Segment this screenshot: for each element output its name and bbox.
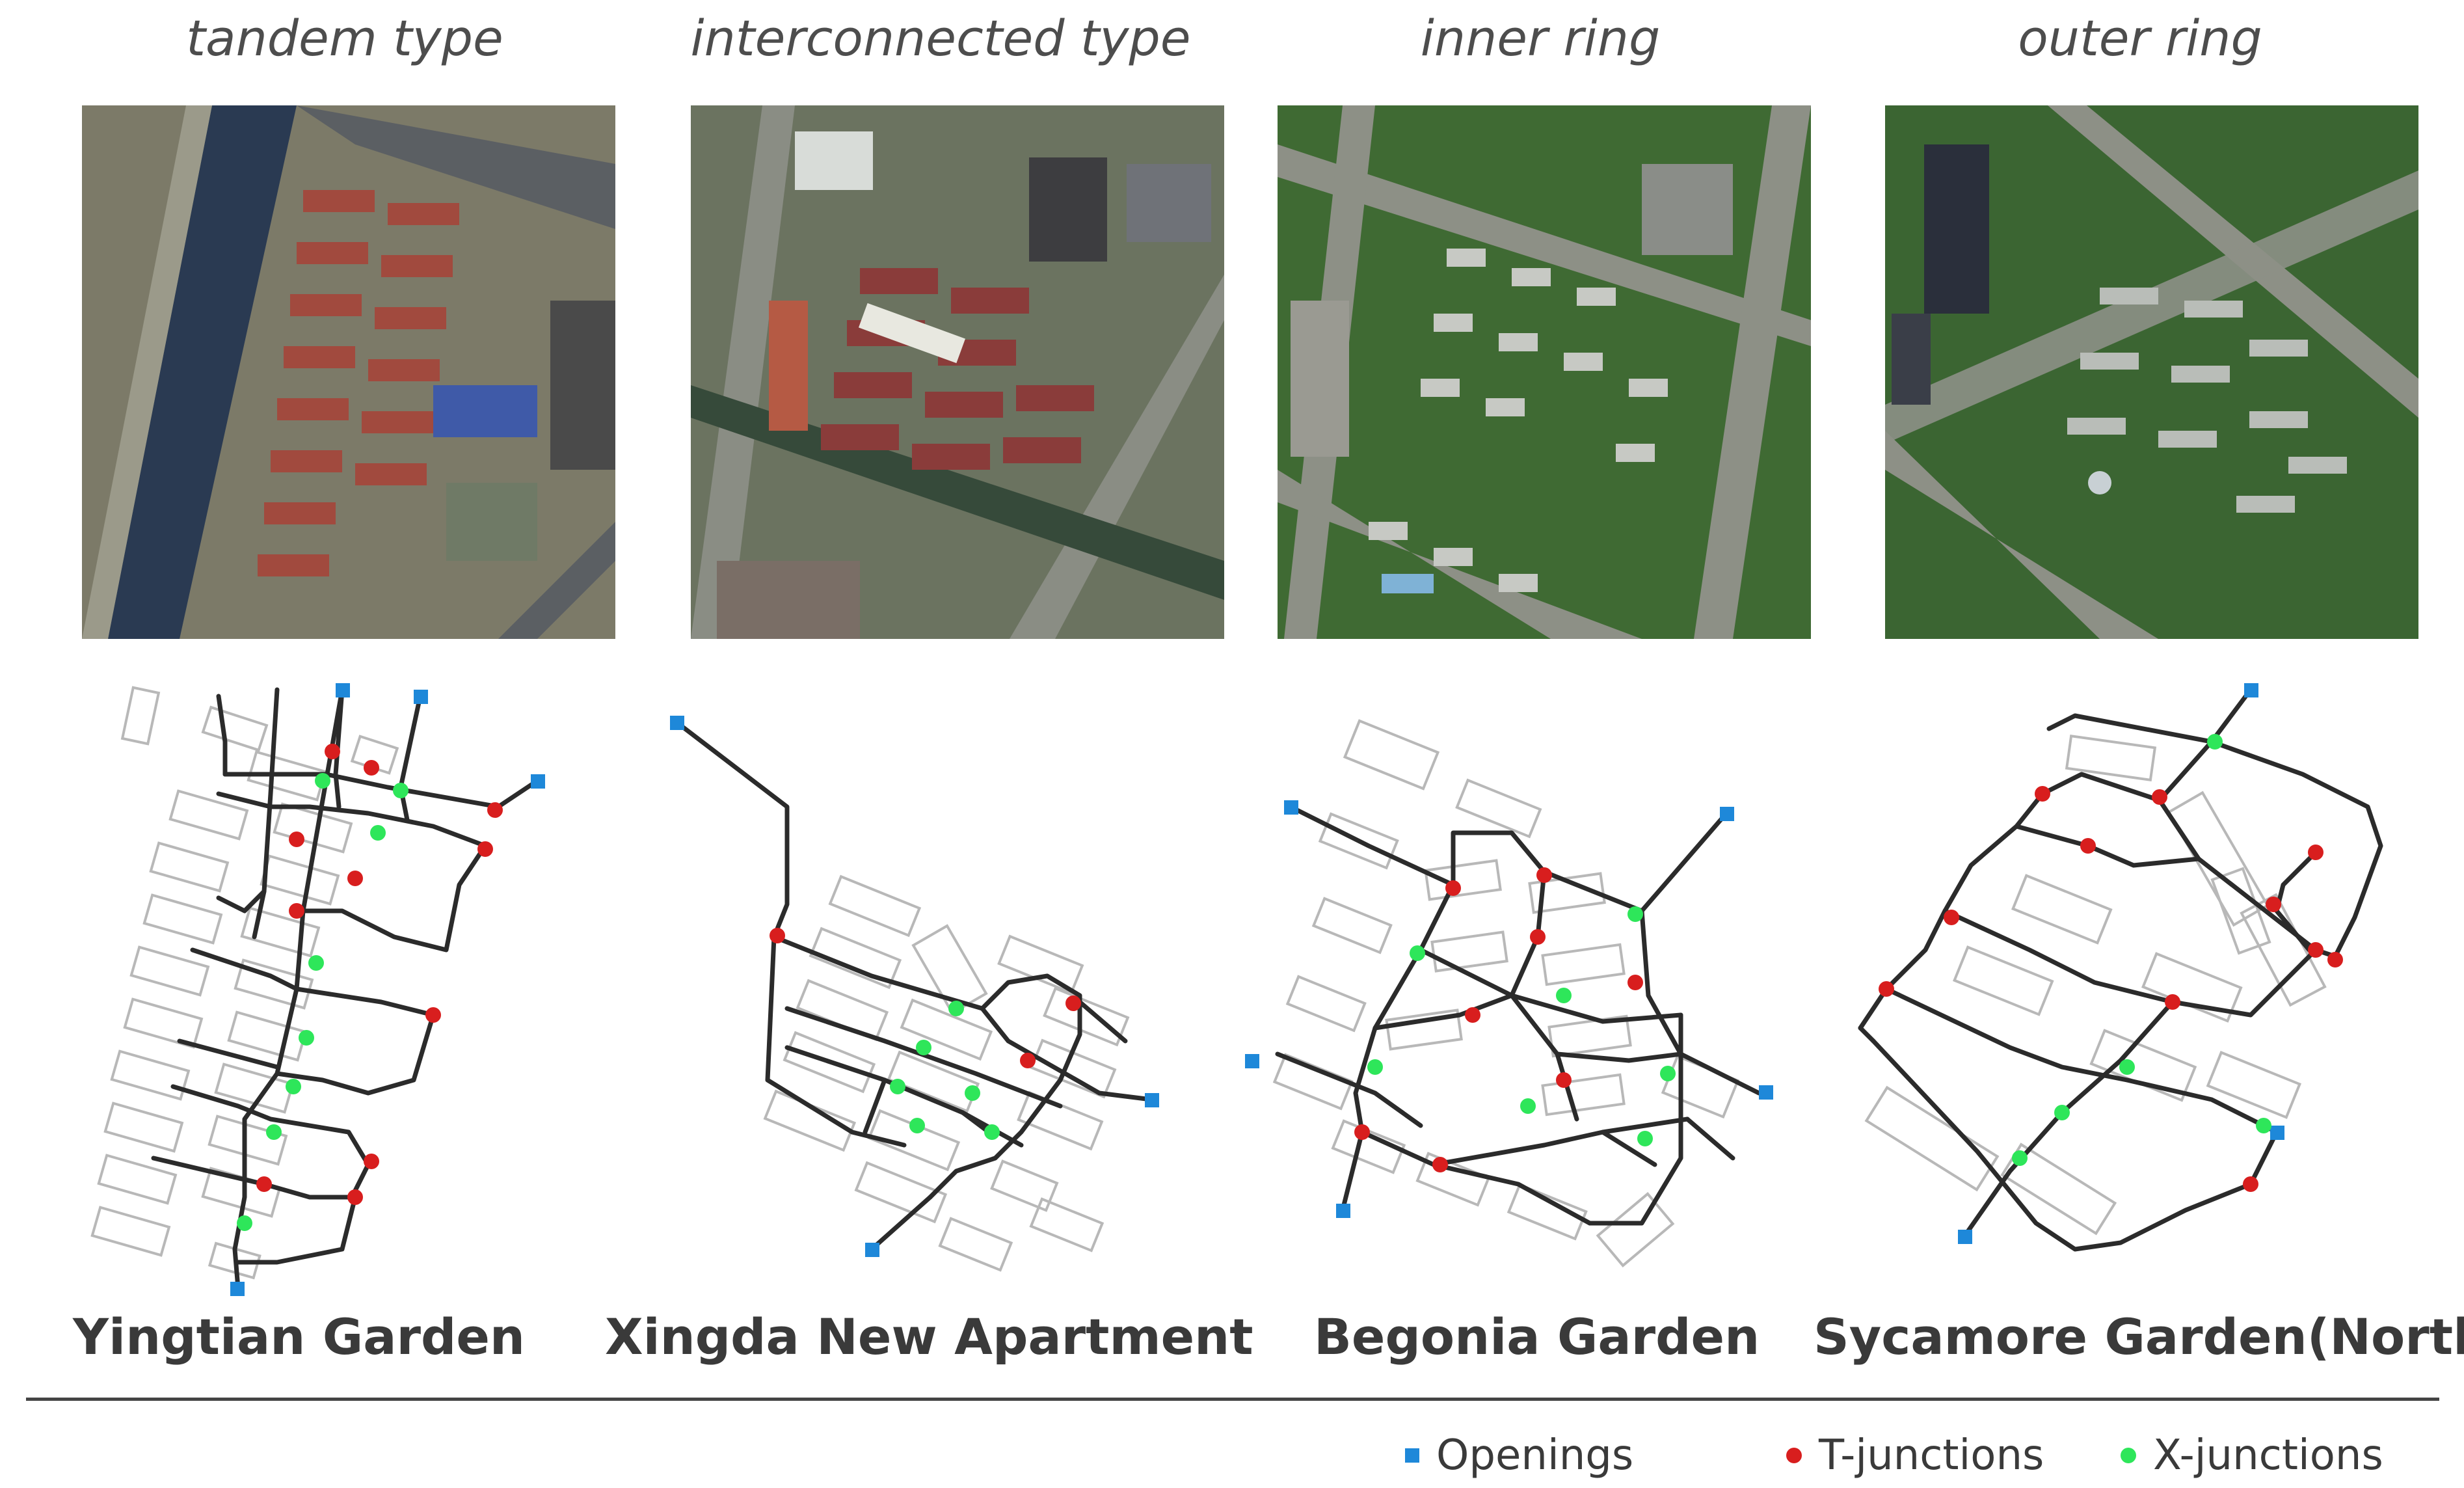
x-junction-markers [2012,734,2271,1166]
legend-openings-label: Openings [1436,1431,1634,1480]
t-junction-markers [1879,786,2343,1192]
type-label-inner-ring: inner ring [1420,9,1661,67]
t-junction-markers [770,928,1081,1068]
t-junction-dot-icon [1786,1448,1802,1463]
community-name-yingtian: Yingtian Garden [73,1308,526,1366]
divider-line [26,1398,2439,1401]
aerial-photo-begonia [1278,105,1811,639]
opening-markers [1958,683,2284,1244]
community-name-sycamore: Sycamore Garden(North) [1814,1308,2464,1366]
legend-t-junctions-label: T-junctions [1819,1431,2044,1480]
legend-openings: Openings [1405,1426,1633,1485]
x-junction-markers [890,1001,1000,1140]
type-label-interconnected: interconnected type [690,9,1191,67]
opening-square-icon [1405,1448,1419,1463]
t-junction-markers [256,744,503,1205]
community-name-begonia: Begonia Garden [1314,1308,1760,1366]
aerial-photo-yingtian [82,105,615,639]
aerial-photo-sycamore [1885,105,2418,639]
type-label-tandem: tandem type [186,9,503,67]
building-outlines [1272,719,1740,1267]
legend-x-junctions: X-junctions [2121,1426,2383,1485]
t-junction-markers [1354,867,1643,1172]
community-name-xingda: Xingda New Apartment [605,1308,1253,1366]
building-outlines [763,874,1130,1272]
building-outlines [90,686,399,1280]
road-network [1275,804,1761,1226]
opening-markers [230,683,545,1296]
legend-x-junctions-label: X-junctions [2153,1431,2383,1480]
x-junction-markers [1367,906,1676,1146]
aerial-photo-xingda [691,105,1224,639]
x-junction-markers [237,773,408,1231]
type-label-outer-ring: outer ring [2018,9,2262,67]
opening-markers [670,716,1159,1257]
road-network [674,720,1154,1252]
legend-t-junctions: T-junctions [1786,1426,2044,1485]
network-diagram-xingda [657,677,1190,1314]
opening-markers [1245,800,1773,1218]
network-diagram-begonia [1239,677,1773,1314]
network-diagram-sycamore [1847,677,2383,1314]
x-junction-dot-icon [2121,1448,2136,1463]
network-diagram-yingtian [82,677,615,1314]
